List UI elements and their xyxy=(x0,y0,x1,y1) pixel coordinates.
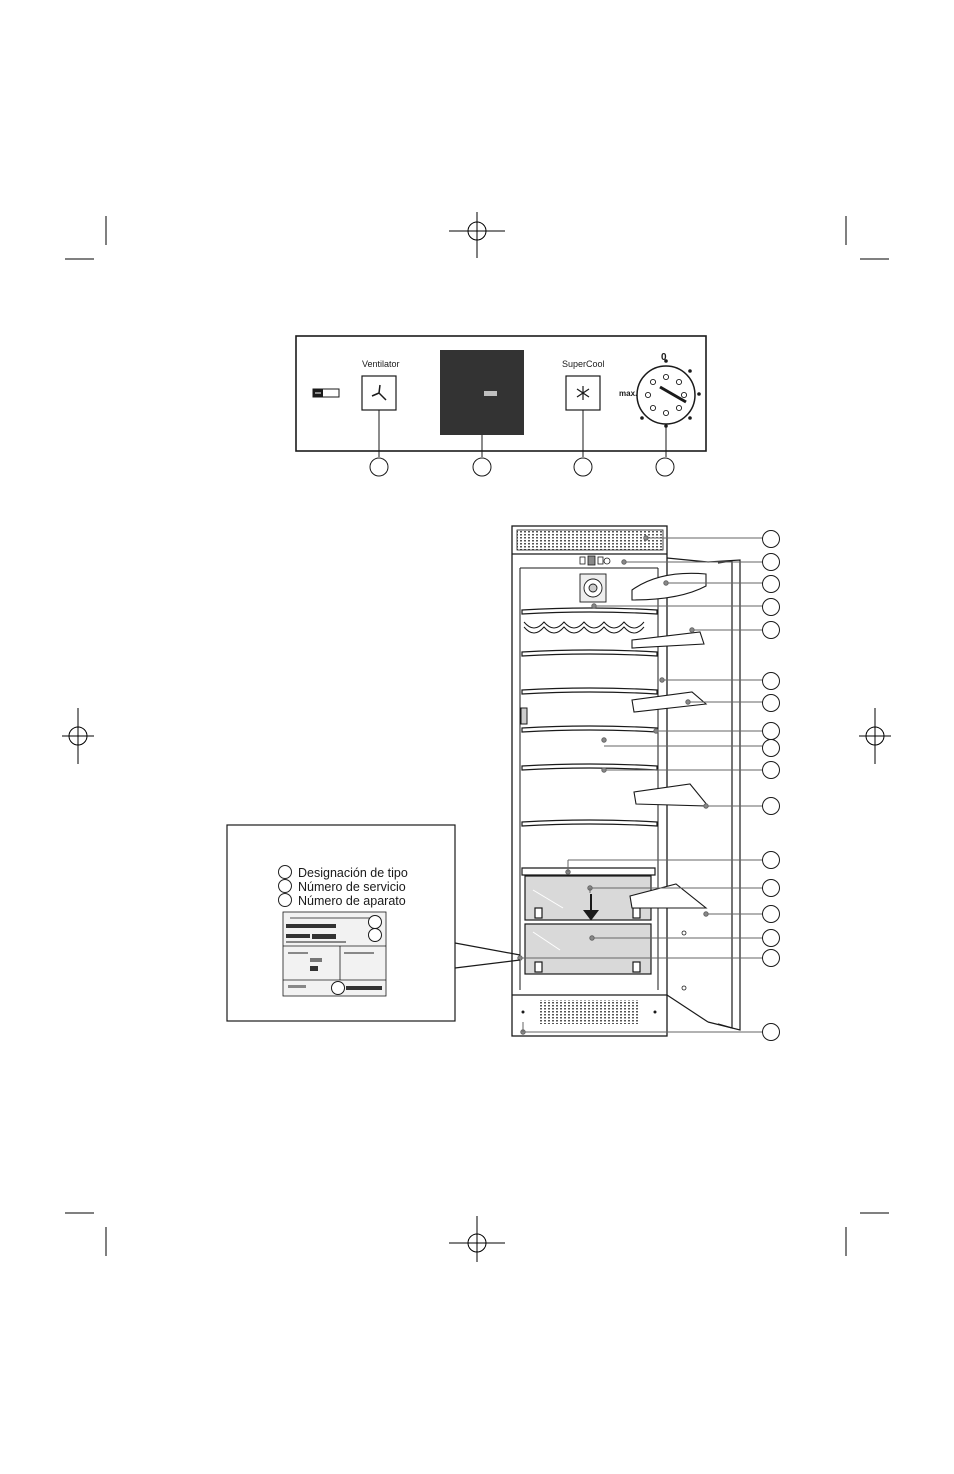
plate-callout-1 xyxy=(369,916,382,929)
bottle-rack xyxy=(524,622,644,633)
legend-item-service: Número de servicio xyxy=(278,879,406,894)
legend-label: Designación de tipo xyxy=(298,866,408,880)
door-balconies xyxy=(630,573,708,908)
control-strip xyxy=(580,556,610,565)
plinth-grill xyxy=(540,1000,640,1024)
legend-label: Número de servicio xyxy=(298,880,406,894)
plate-callout-3 xyxy=(332,982,345,995)
legend-item-type: Designación de tipo xyxy=(278,865,408,880)
legend-marker xyxy=(278,865,292,879)
legend-marker xyxy=(278,879,292,893)
legend-item-appliance: Número de aparato xyxy=(278,893,406,908)
legend-marker xyxy=(278,893,292,907)
plate-callout-2 xyxy=(369,929,382,942)
top-ventilation-grill xyxy=(517,530,663,550)
legend-label: Número de aparato xyxy=(298,894,406,908)
callout-circles xyxy=(763,531,780,1041)
fan-unit xyxy=(580,574,606,602)
